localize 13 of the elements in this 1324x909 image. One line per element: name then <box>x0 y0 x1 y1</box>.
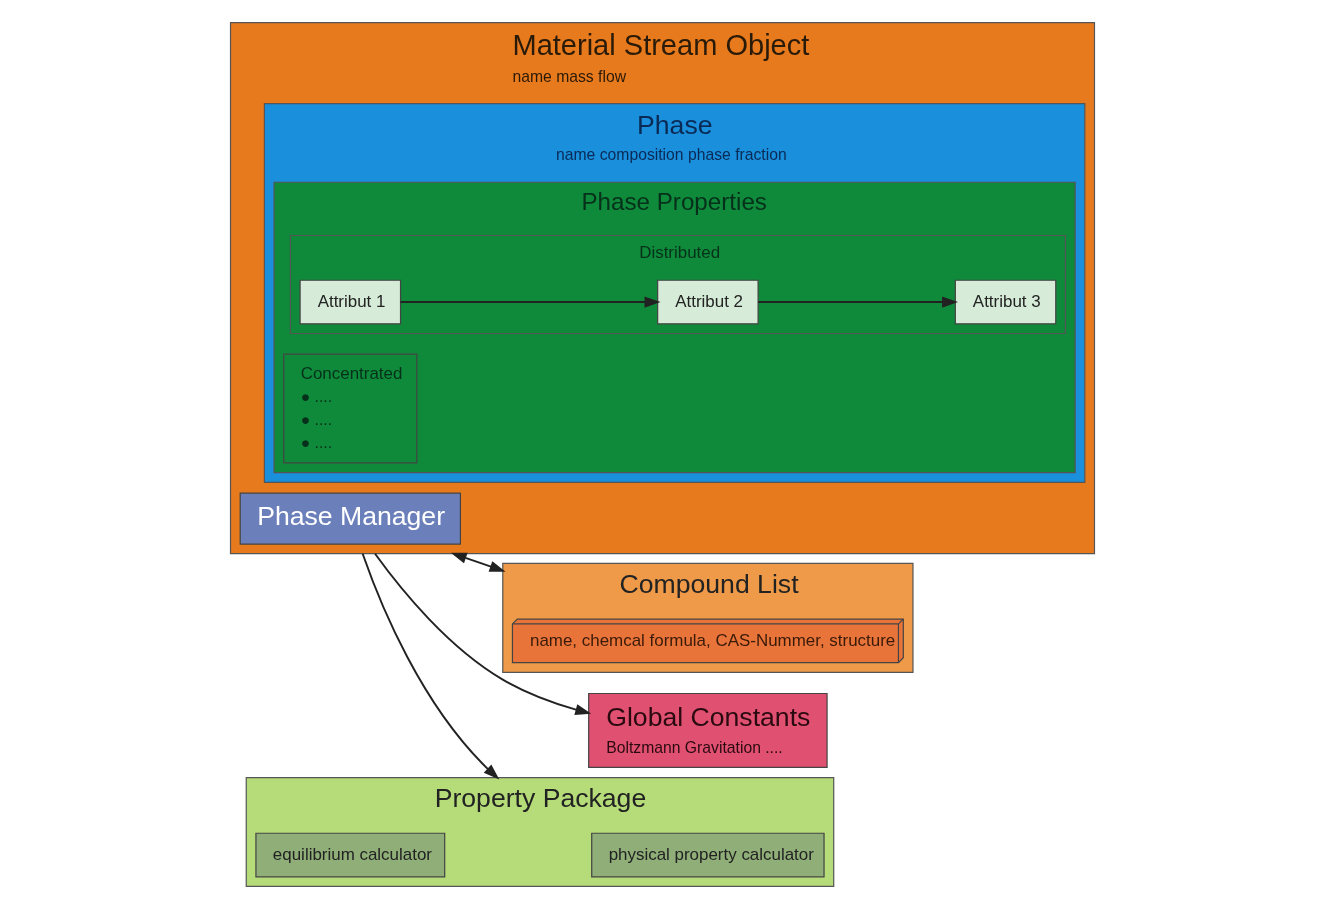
node-box: Phase Manager <box>239 492 461 545</box>
node-box: Attribut 1 <box>299 279 401 325</box>
node-box: Attribut 3 <box>954 279 1056 325</box>
arrow <box>399 296 661 308</box>
arrow <box>756 296 958 308</box>
node-box: Attribut 2 <box>656 279 759 325</box>
arrow <box>450 552 506 572</box>
node-box: Global Constants Boltzmann Gravitation .... <box>587 692 828 768</box>
arrow <box>373 552 591 715</box>
arrow <box>361 552 499 780</box>
node-box: equilibrium calculator <box>254 832 445 878</box>
node-box: Concentrated ● .... ● .... ● .... <box>282 353 417 464</box>
node-box: physical property calculator <box>590 832 825 878</box>
